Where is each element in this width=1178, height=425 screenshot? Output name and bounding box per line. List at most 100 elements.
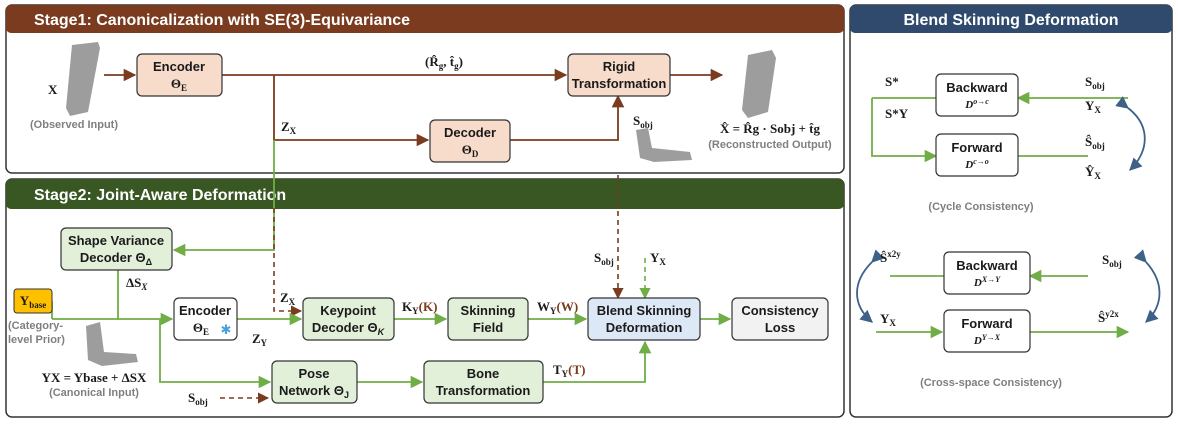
stage1-header [6, 5, 844, 33]
svg-text:Consistency: Consistency [741, 303, 819, 318]
cycle-consistency-caption: (Cycle Consistency) [928, 201, 1033, 213]
cycle-s-star-y: S*Y [885, 106, 909, 121]
cycle-yx-hat: ŶX [1085, 164, 1101, 181]
cross-yx: YX [880, 311, 896, 328]
stage2-header [6, 179, 844, 209]
canonical-input-pointcloud-icon [86, 322, 138, 366]
cross-backward-node [943, 251, 1031, 295]
stage1-title: Stage1: Canonicalization with SE(3)-Equi… [34, 12, 410, 29]
cycle-forward-node [935, 133, 1019, 177]
stage2-sobj-label: Sobj [594, 250, 614, 267]
rigid-transformation-node: Rigid Transformation [567, 53, 671, 97]
ky-label: KY(K) [402, 299, 437, 316]
cycle-yx: YX [1085, 98, 1101, 115]
svg-text:Decoder ΘK: Decoder ΘK [312, 320, 386, 337]
svg-text:Transformation: Transformation [436, 383, 531, 398]
svg-text:Ybase: Ybase [20, 293, 46, 310]
zy-label: ZY [252, 331, 268, 348]
stage1-panel: Stage1: Canonicalization with SE(3)-Equi… [5, 4, 845, 174]
zx-label: ZX [280, 290, 296, 307]
stage2-panel: Stage2: Joint-Aware Deformation [5, 178, 845, 418]
cross-s-x2y: Ŝx2y [880, 249, 901, 265]
cross-right-arc-arrow [1133, 249, 1161, 323]
svg-text:ΘE: ΘE [171, 76, 187, 93]
arrow-yx-to-pose [159, 319, 272, 389]
shape-variance-decoder-node: Shape Variance Decoder ΘΔ [60, 227, 173, 271]
canonical-shape-icon [636, 128, 692, 162]
reconstructed-equation: X̂ = R̂g · Sobj + t̂g [720, 121, 821, 136]
svg-text:Backward: Backward [956, 258, 1017, 273]
rotation-translation-label: (R̂g, t̂g) [425, 54, 463, 71]
blend-skinning-node: Blend Skinning Deformation [587, 297, 701, 341]
cycle-sobj: Sobj [1085, 74, 1105, 91]
svg-text:ΘD: ΘD [462, 142, 479, 159]
arrow-cycle-into-forward [871, 98, 938, 163]
skinning-field-node: Skinning Field [447, 297, 529, 341]
arrow-zx-to-keypoint [273, 208, 303, 317]
pose-network-node: Pose Network ΘJ [271, 360, 358, 404]
svg-text:Network ΘJ: Network ΘJ [279, 383, 349, 400]
cross-left-arc-arrow [856, 249, 885, 323]
sobj-label: Sobj [633, 113, 653, 130]
svg-text:Field: Field [473, 320, 503, 335]
svg-text:DY→X: DY→X [973, 333, 1001, 347]
frozen-snowflake-icon: ✱ [221, 323, 232, 338]
bone-transformation-node: Bone Transformation [423, 360, 544, 404]
arrow-latent-to-shape-variance [172, 140, 275, 257]
arrow-bone-to-blend [543, 340, 652, 383]
stage1-decoder-node: Decoder ΘD [429, 119, 511, 163]
latent-zx-label: ZX [281, 119, 297, 136]
svg-text:Keypoint: Keypoint [320, 303, 376, 318]
reconstructed-pointcloud-icon [742, 50, 776, 118]
cycle-consistency-group: Backward Do→c Forward Dc→o S* S*Y Sobj Y… [871, 73, 1146, 213]
canonical-equation: YX = Ybase + ΔSX [42, 370, 147, 385]
ty-label: TY(T) [553, 362, 586, 379]
cross-sobj: Sobj [1102, 252, 1122, 269]
stage1-encoder-node: Encoder ΘE [136, 53, 223, 97]
cross-forward-node [943, 309, 1031, 353]
blend-header [850, 5, 1172, 33]
svg-text:Skinning: Skinning [461, 303, 516, 318]
svg-text:Forward: Forward [961, 316, 1012, 331]
svg-text:Encoder: Encoder [153, 59, 205, 74]
svg-text:Dc→o: Dc→o [964, 157, 989, 171]
reconstructed-output-caption: (Reconstructed Output) [708, 139, 832, 151]
keypoint-decoder-node: Keypoint Decoder ΘK [302, 297, 395, 341]
svg-text:Decoder: Decoder [444, 125, 496, 140]
cross-space-consistency-caption: (Cross-space Consistency) [920, 377, 1062, 389]
blend-panel: Blend Skinning Deformation [849, 4, 1173, 418]
wy-label: WY(W) [537, 299, 578, 316]
svg-text:Bone: Bone [467, 366, 500, 381]
stage2-yx-label: YX [650, 250, 666, 267]
cycle-sobj-hat: Ŝobj [1085, 134, 1105, 151]
ybase-node: Ybase [13, 288, 53, 314]
svg-text:Do→c: Do→c [964, 97, 989, 111]
cross-s-y2x: Ŝy2x [1098, 309, 1119, 325]
stage2-title: Stage2: Joint-Aware Deformation [34, 187, 286, 204]
cycle-s-star: S* [885, 74, 899, 89]
stage2-encoder-node: Encoder ΘE ✱ [173, 297, 238, 341]
ybase-caption-line2: level Prior) [8, 334, 65, 346]
svg-text:Transformation: Transformation [572, 76, 667, 91]
svg-text:Encoder: Encoder [179, 303, 231, 318]
arrow-decoder-to-rigid [510, 94, 625, 141]
blend-panel-title: Blend Skinning Deformation [903, 12, 1118, 29]
canonical-input-caption: (Canonical Input) [49, 387, 139, 399]
svg-text:Decoder ΘΔ: Decoder ΘΔ [80, 250, 153, 267]
svg-text:Deformation: Deformation [606, 320, 683, 335]
svg-text:Rigid: Rigid [603, 59, 636, 74]
svg-text:Backward: Backward [946, 80, 1007, 95]
stage2-sobj-bottom-label: Sobj [188, 390, 208, 407]
svg-text:ΘE: ΘE [193, 320, 209, 337]
ybase-caption-line1: (Category- [8, 320, 63, 332]
observed-input-caption: (Observed Input) [30, 119, 118, 131]
svg-text:DX→Y: DX→Y [973, 275, 1001, 289]
cross-space-consistency-group: Backward DX→Y Forward DY→X Ŝx2y YX Sobj … [856, 249, 1161, 389]
svg-text:Blend Skinning: Blend Skinning [597, 303, 692, 318]
delta-s-label: ΔSX [126, 275, 148, 292]
svg-text:Forward: Forward [951, 140, 1002, 155]
cycle-backward-node [935, 73, 1019, 117]
consistency-loss-node: Consistency Loss [731, 297, 829, 341]
input-symbol: X [48, 82, 58, 97]
